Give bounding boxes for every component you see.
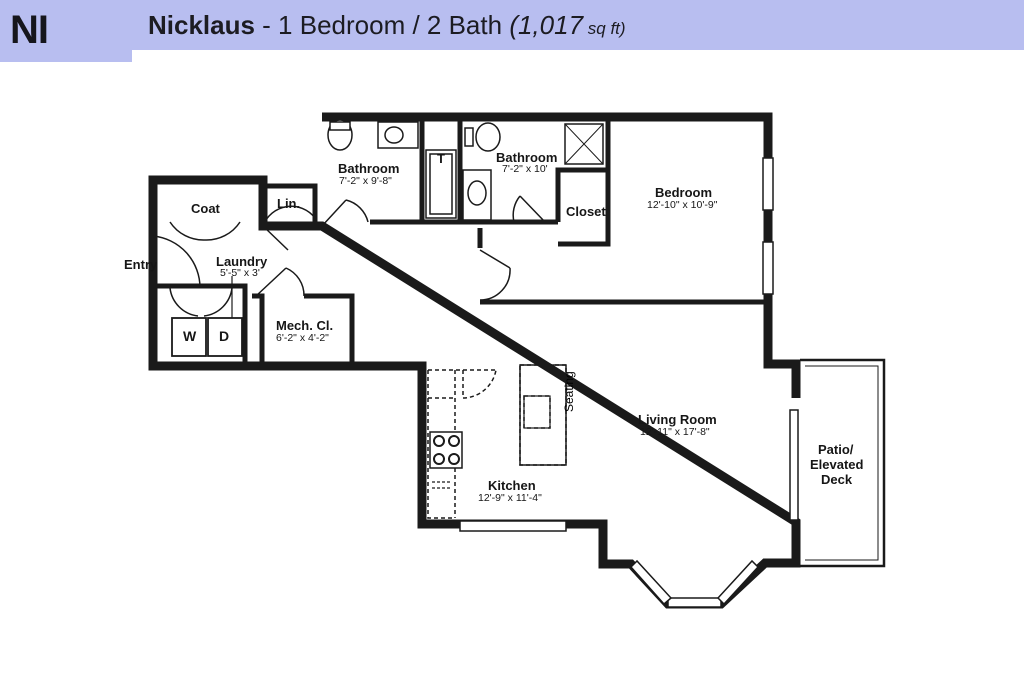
living-name: Living Room [638,412,717,427]
unit-code-box: NI [0,0,132,62]
unit-code: NI [10,8,49,52]
patio-line2: Elevated [810,457,864,472]
closet-name: Closet [566,204,606,219]
door-swings [152,195,546,317]
unit-area-suffix: sq ft) [583,19,626,38]
interior-walls [153,117,768,366]
bath-fixtures [327,119,604,221]
bedroom-windows [762,157,774,295]
living-dims: 12'-11" x 17'-8" [640,426,710,438]
bath1-name: Bathroom [338,161,400,176]
washer-dryer [171,317,243,357]
coat-name: Coat [191,201,220,216]
dryer-label: D [219,328,230,344]
dishwasher [432,481,452,489]
kitchen-dims: 12'-9" x 11'-4" [478,492,542,504]
patio-outline [800,358,886,568]
entry-name: Entry [124,257,158,272]
washer-label: W [183,328,197,344]
bath2-dims: 7'-2" x 10' [502,163,548,175]
unit-area: (1,017 [509,10,584,40]
laundry-dims: 5'-5" x 3' [220,267,260,279]
mech-dims: 6'-2" x 4'-2" [276,332,329,344]
bay-windows [629,559,760,608]
stove [429,431,463,469]
laundry-name: Laundry [216,254,268,269]
page-title: Nicklaus - 1 Bedroom / 2 Bath (1,017 sq … [148,10,626,41]
patio-line1: Patio/ [818,442,854,457]
kitchen-island [519,364,567,466]
seating-label: Seating [562,371,576,412]
unit-name: Nicklaus [148,10,255,40]
unit-type: - 1 Bedroom / 2 Bath [254,10,510,40]
mech-name: Mech. Cl. [276,318,334,333]
bedroom-name: Bedroom [655,185,713,200]
patio-line3: Deck [821,472,853,487]
bath1-dims: 7'-2" x 9'-8" [339,175,392,187]
toilet-mark: T [437,151,445,166]
linen-name: Lin. [277,196,301,211]
bath2-name: Bathroom [496,150,558,165]
kitchen-name: Kitchen [488,478,536,493]
patio-door [789,409,799,521]
kitchen-sink [523,395,551,429]
header-banner [0,0,1024,50]
kitchen-window [459,520,567,532]
bedroom-dims: 12'-10" x 10'-9" [647,199,718,211]
